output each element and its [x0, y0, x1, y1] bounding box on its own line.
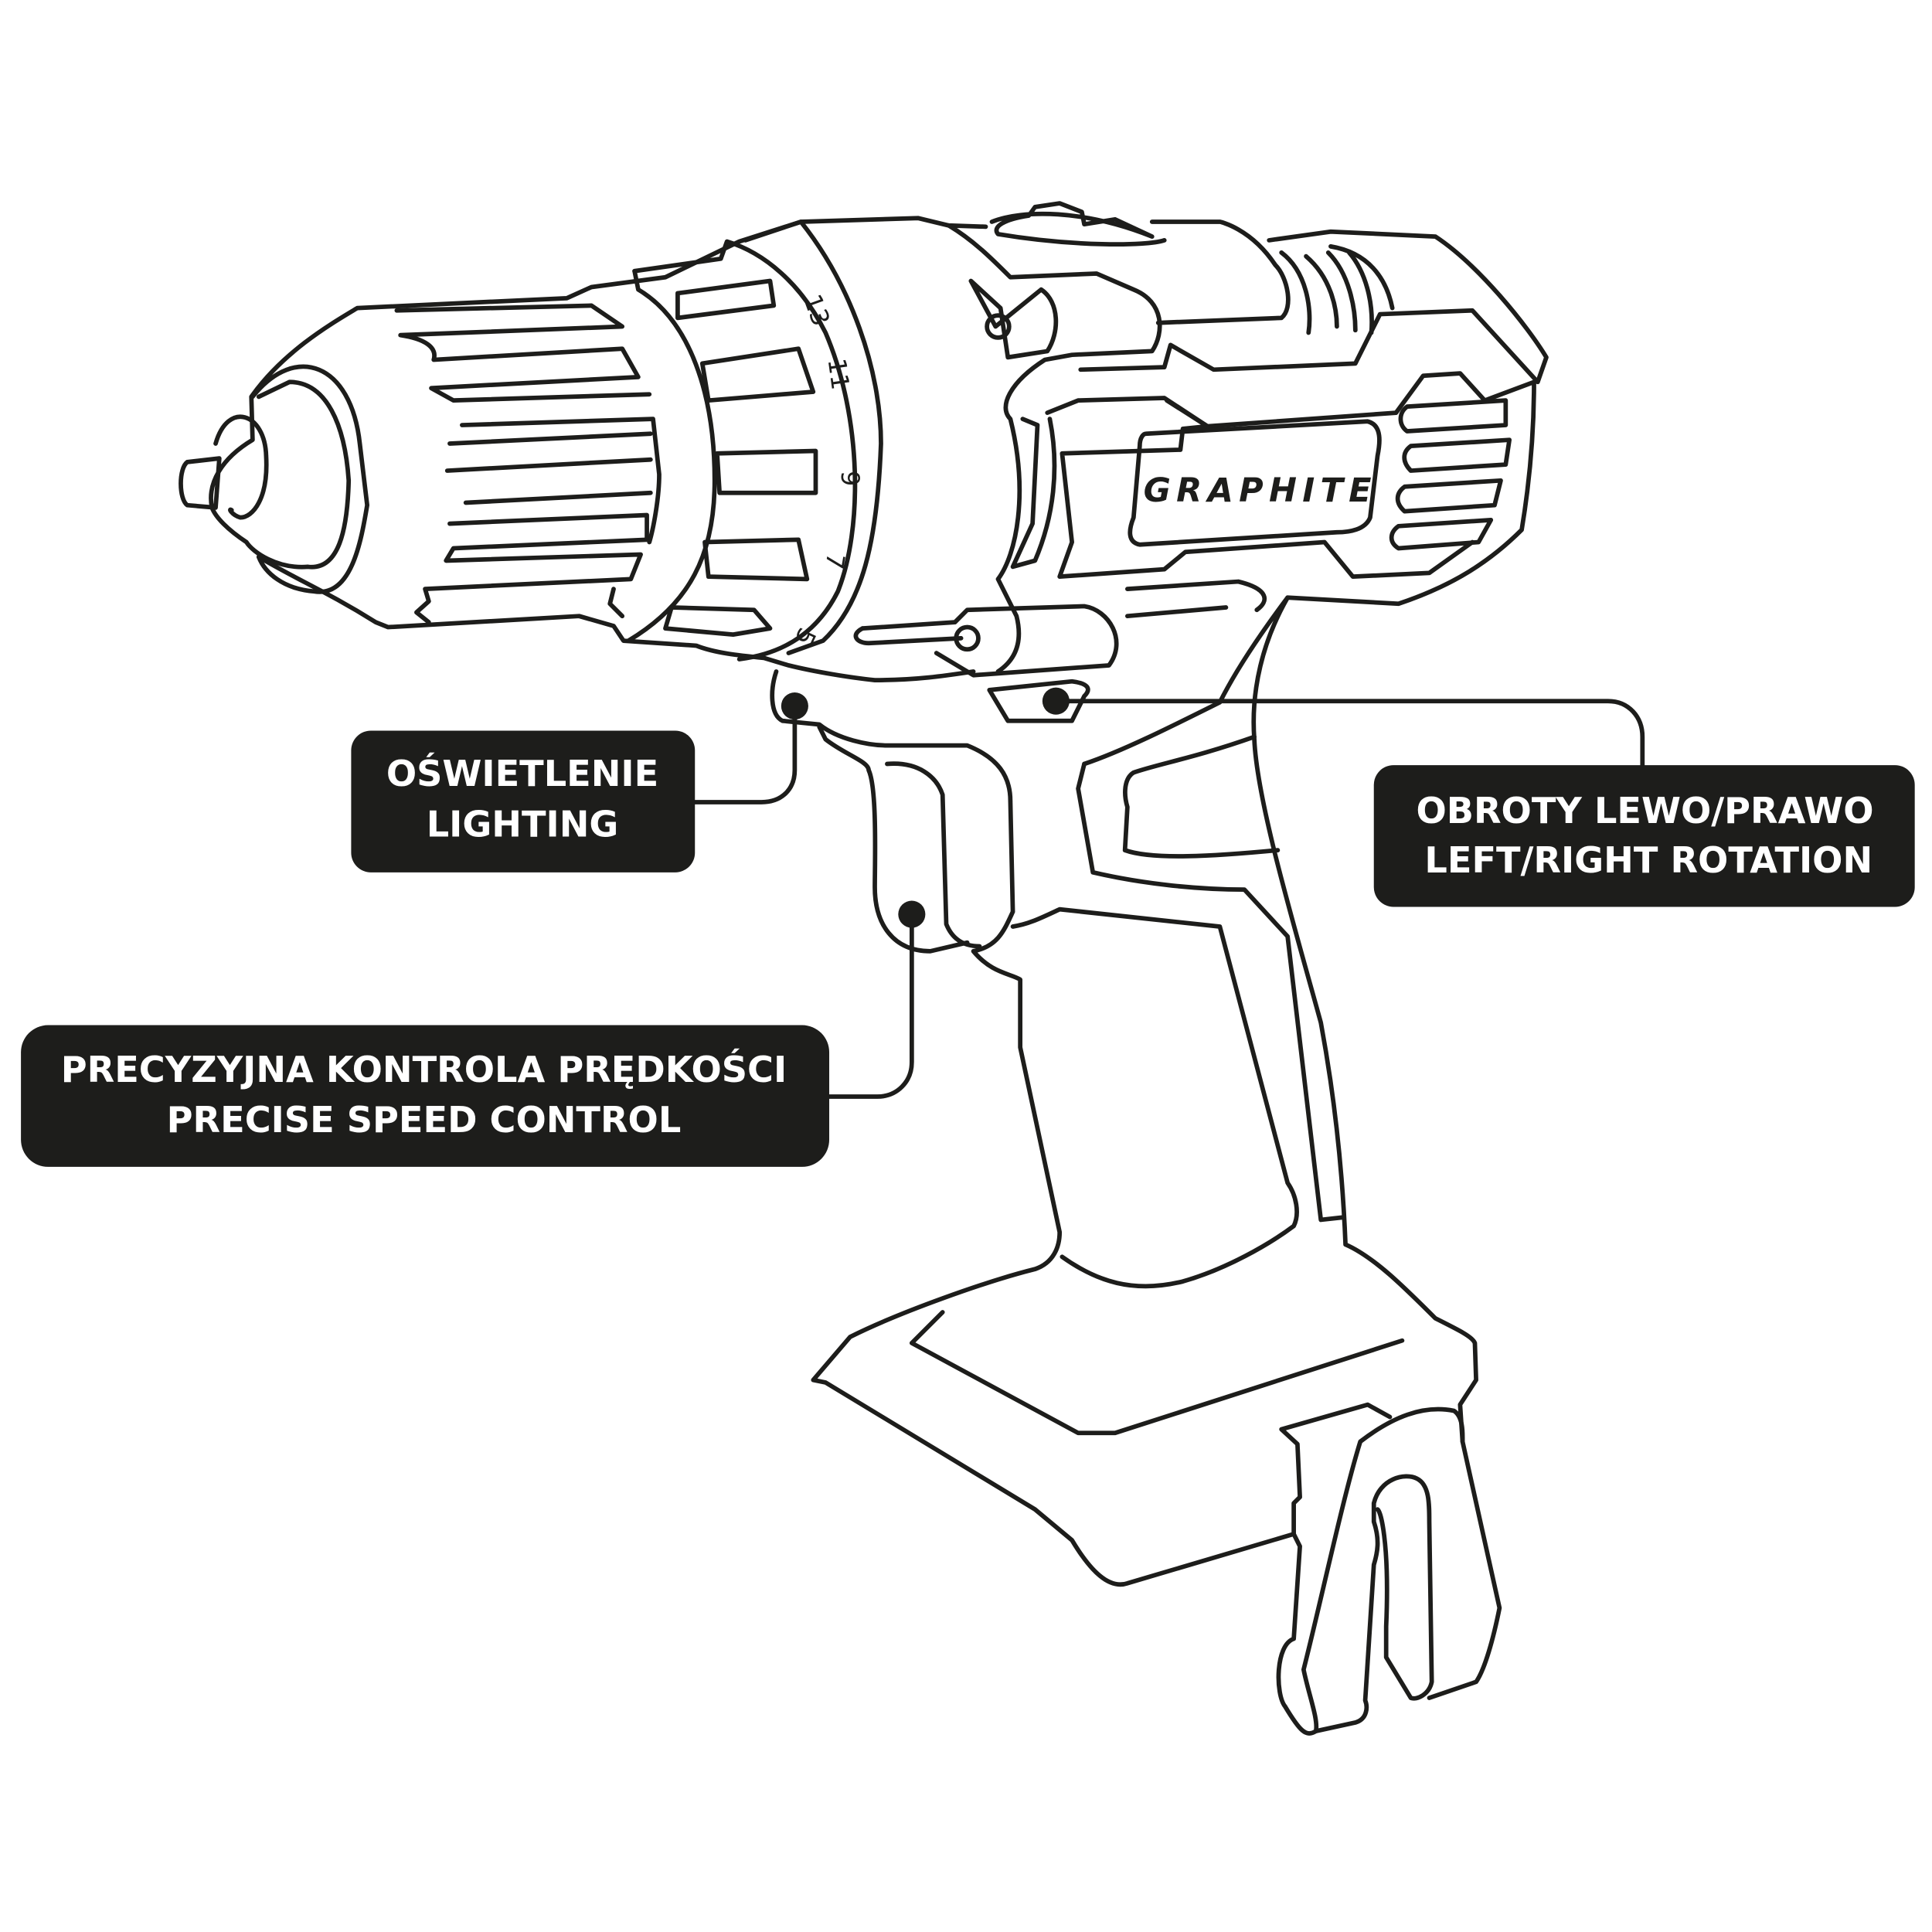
body-housing: GRAPHITE	[853, 201, 1549, 767]
label-box	[1373, 765, 1915, 907]
label-box	[21, 1025, 830, 1167]
dial-number-11: 11	[822, 356, 855, 391]
rotation-label-pl: OBROTY LEWO/PRAWO	[1416, 790, 1873, 832]
brand-logo: GRAPHITE	[1144, 471, 1372, 510]
connector-line	[825, 912, 914, 1099]
lighting-label-en: LIGHTING	[427, 804, 619, 845]
dial-number-9: 9	[835, 471, 865, 486]
connector-line	[691, 703, 798, 804]
rotation-label-en: LEFT/RIGHT ROTATION	[1424, 839, 1872, 881]
pointer-dot	[1042, 687, 1070, 715]
callout-lighting: OŚWIETLENIE LIGHTING	[351, 692, 808, 872]
connector-line	[1053, 699, 1645, 767]
speed-label-en: PRECISE SPEED CONTROL	[167, 1099, 682, 1141]
chuck	[179, 216, 988, 682]
lighting-label-pl: OŚWIETLENIE	[386, 753, 658, 794]
label-box	[351, 730, 696, 872]
clutch-ring: 13 11 9 7 5	[626, 219, 883, 662]
dial-number-7: 7	[819, 551, 851, 572]
callout-speed: PRECYZYJNA KONTROLA PRĘDKOŚCI PRECISE SP…	[21, 900, 926, 1167]
pointer-dot	[781, 692, 808, 720]
callout-rotation: OBROTY LEWO/PRAWO LEFT/RIGHT ROTATION	[1042, 687, 1915, 907]
pointer-dot	[898, 900, 926, 928]
speed-label-pl: PRECYZYJNA KONTROLA PRĘDKOŚCI	[61, 1049, 787, 1090]
handle-and-base	[770, 595, 1502, 1736]
